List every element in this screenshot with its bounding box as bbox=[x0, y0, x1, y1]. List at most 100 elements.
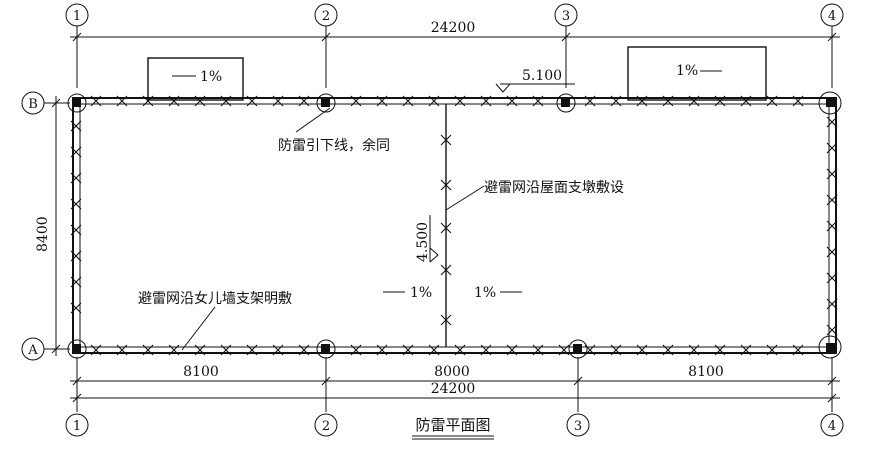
support-cross bbox=[480, 95, 492, 107]
axis-label-1-top: 1 bbox=[73, 9, 81, 24]
support-cross bbox=[826, 246, 838, 258]
support-cross bbox=[350, 95, 362, 107]
down-conductor-A4 bbox=[826, 343, 835, 352]
support-cross bbox=[440, 222, 452, 234]
top-overall-dimension: 24200 bbox=[70, 20, 840, 42]
roof-slope-left: 1% bbox=[383, 285, 432, 301]
overall-dimension-top: 24200 bbox=[431, 20, 476, 36]
support-cross bbox=[70, 250, 82, 262]
leader-down-conductor: 防雷引下线，余同 bbox=[278, 107, 390, 154]
down-conductor-B2 bbox=[321, 98, 330, 107]
support-cross bbox=[662, 344, 674, 356]
down-conductor-A2 bbox=[321, 344, 330, 353]
support-cross bbox=[116, 95, 128, 107]
top-axis-bubbles: 1 2 3 4 bbox=[65, 3, 844, 27]
support-cross bbox=[714, 344, 726, 356]
support-cross bbox=[826, 116, 838, 128]
support-cross bbox=[454, 344, 466, 356]
support-cross bbox=[826, 298, 838, 310]
support-cross bbox=[70, 146, 82, 158]
axis-label-3-top: 3 bbox=[562, 9, 570, 24]
support-cross bbox=[454, 95, 466, 107]
support-cross bbox=[220, 95, 232, 107]
bay-dimension-1-2: 8100 bbox=[183, 364, 219, 380]
axis-label-4-bottom: 4 bbox=[828, 419, 836, 434]
support-cross bbox=[402, 95, 414, 107]
support-cross bbox=[440, 264, 452, 276]
axis-bubble-3-bottom bbox=[566, 413, 590, 437]
support-cross bbox=[506, 344, 518, 356]
bay-dimension-2-3: 8000 bbox=[434, 364, 470, 380]
support-cross bbox=[506, 95, 518, 107]
support-cross bbox=[246, 95, 258, 107]
slope-left: 1% bbox=[410, 285, 432, 301]
leader-roof-net: 避雷网沿屋面支墩敷设 bbox=[445, 180, 624, 211]
axis-label-1-bottom: 1 bbox=[73, 419, 81, 434]
support-cross bbox=[428, 344, 440, 356]
support-cross bbox=[70, 120, 82, 132]
support-cross bbox=[168, 344, 180, 356]
axis-label-4-top: 4 bbox=[828, 9, 836, 24]
support-cross bbox=[688, 344, 700, 356]
support-cross bbox=[90, 344, 102, 356]
support-cross bbox=[688, 95, 700, 107]
support-cross bbox=[272, 95, 284, 107]
down-conductors bbox=[67, 91, 842, 359]
support-cross bbox=[610, 95, 622, 107]
ridge-elevation-mark: 5.100 bbox=[495, 68, 575, 93]
overall-dimension-bottom: 24200 bbox=[431, 381, 476, 397]
plan-title: 防雷平面图 bbox=[415, 416, 490, 434]
support-cross bbox=[298, 95, 310, 107]
left-span-dimension: 8400 bbox=[35, 216, 51, 252]
support-cross bbox=[402, 344, 414, 356]
support-cross bbox=[142, 95, 154, 107]
drawing-title: 防雷平面图 bbox=[412, 416, 494, 440]
roof-net-middle bbox=[440, 104, 452, 347]
axis-label-3-bottom: 3 bbox=[574, 419, 582, 434]
slope-left-box: 1% bbox=[200, 69, 222, 85]
support-cross bbox=[766, 344, 778, 356]
support-cross bbox=[194, 95, 206, 107]
bay-dimension-3-4: 8100 bbox=[688, 364, 724, 380]
eave-elevation: 4.500 bbox=[415, 222, 431, 262]
down-conductor-B4 bbox=[826, 98, 835, 107]
support-cross bbox=[298, 344, 310, 356]
support-cross bbox=[440, 134, 452, 146]
support-cross bbox=[636, 95, 648, 107]
support-cross bbox=[826, 324, 838, 336]
down-conductor-A1 bbox=[72, 344, 81, 353]
down-conductor-B3 bbox=[561, 98, 570, 107]
support-cross bbox=[558, 344, 570, 356]
support-cross bbox=[272, 344, 284, 356]
support-cross bbox=[480, 344, 492, 356]
bottom-dimensions: 8100 8000 8100 24200 bbox=[70, 357, 840, 412]
support-cross bbox=[70, 198, 82, 210]
down-conductor-B1 bbox=[72, 98, 81, 107]
support-cross bbox=[740, 344, 752, 356]
support-cross bbox=[376, 95, 388, 107]
label-roof-net: 避雷网沿屋面支墩敷设 bbox=[484, 180, 624, 196]
axis-label-2-top: 2 bbox=[322, 9, 330, 24]
down-conductor-A3 bbox=[573, 344, 582, 353]
support-cross bbox=[116, 344, 128, 356]
support-cross bbox=[662, 95, 674, 107]
support-cross bbox=[532, 95, 544, 107]
support-cross bbox=[826, 142, 838, 154]
support-cross bbox=[142, 344, 154, 356]
support-cross bbox=[70, 172, 82, 184]
support-cross bbox=[440, 179, 452, 191]
eave-elevation-mark: 4.500 bbox=[415, 215, 439, 263]
support-cross bbox=[610, 344, 622, 356]
support-cross bbox=[636, 344, 648, 356]
support-cross bbox=[584, 95, 596, 107]
support-cross bbox=[220, 344, 232, 356]
left-axis: B A 8400 bbox=[21, 91, 70, 361]
support-cross bbox=[246, 344, 258, 356]
support-cross bbox=[70, 224, 82, 236]
bottom-axis-bubbles: 1 2 3 4 bbox=[65, 413, 844, 437]
leader-parapet-net: 避雷网沿女儿墙支架明敷 bbox=[138, 290, 292, 351]
parapet-outline bbox=[72, 97, 837, 354]
support-cross bbox=[792, 95, 804, 107]
label-down-conductor: 防雷引下线，余同 bbox=[278, 137, 390, 154]
